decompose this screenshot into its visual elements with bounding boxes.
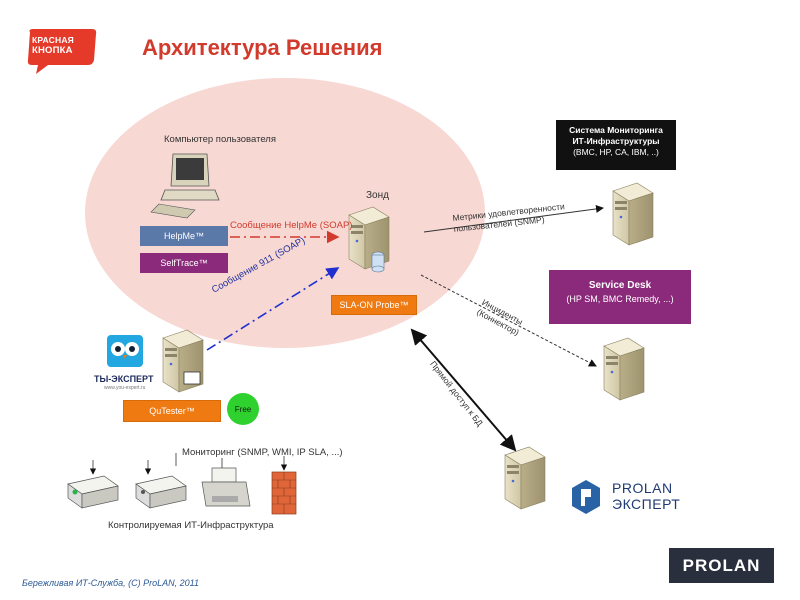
brand-logo-line1: КРАСНАЯ (32, 35, 74, 45)
prolan-logo: PROLAN (669, 548, 774, 583)
monitoring-system-box: Система Мониторинга ИТ-Инфраструктуры (B… (556, 120, 676, 170)
owl-icon (107, 335, 143, 367)
brand-logo: КРАСНАЯ КНОПКА (26, 28, 98, 74)
monitoring-line2: ИТ-Инфраструктуры (572, 136, 660, 146)
expert-doc-icon (183, 371, 201, 385)
servicedesk-server (603, 337, 645, 401)
probe-label: Зонд (366, 190, 389, 201)
monitoring-line3: (BMC, HP, CA, IBM, ..) (573, 147, 659, 157)
infrastructure-label: Контролируемая ИТ-Инфраструктура (108, 520, 274, 531)
prolan-expert-line1: PROLAN (612, 480, 673, 496)
monitoring-line1: Система Мониторинга (569, 125, 663, 135)
router-icon-1 (67, 475, 119, 509)
router-icon-2 (135, 475, 187, 509)
probe-tag: SLA-ON Probe™ (331, 295, 417, 315)
prolan-expert-icon (572, 480, 600, 514)
user-computer (150, 153, 220, 219)
printer-icon (201, 467, 251, 507)
helpme-tag: HelpMe™ (140, 226, 228, 246)
logo-red-button (27, 29, 97, 74)
prolan-expert-logo: PROLAN ЭКСПЕРТ (612, 480, 680, 512)
page-title: Архитектура Решения (142, 35, 383, 60)
prolan-expert-line2: ЭКСПЕРТ (612, 496, 681, 512)
selftrace-tag: SelfTrace™ (140, 253, 228, 273)
user-pc-label: Компьютер пользователя (164, 134, 276, 145)
db-access-arrow (410, 328, 517, 452)
metrics-arrow (423, 204, 604, 233)
monitoring-server (612, 182, 654, 246)
soap911-arrow (206, 267, 340, 351)
footer-text: Бережливая ИТ-Служба, (C) ProLAN, 2011 (22, 578, 199, 588)
helpme-soap-label: Сообщение HelpMe (SOAP) (230, 220, 353, 231)
firewall-icon (271, 471, 297, 515)
monitor-arrows (89, 456, 288, 475)
service-desk-title: Service Desk (588, 280, 652, 291)
monitoring-label: Мониторинг (SNMP, WMI, IP SLA, ...) (182, 447, 343, 458)
prolan-server (504, 446, 546, 510)
brand-logo-line2: КНОПКА (32, 45, 73, 56)
expert-name: ТЫ-ЭКСПЕРТ (94, 374, 154, 384)
expert-url: www.you-expert.ru (104, 385, 146, 391)
qutester-tag: QuTester™ (123, 400, 221, 422)
probe-disk (371, 251, 385, 273)
probe-zone-ellipse (85, 78, 485, 348)
free-badge: Free (227, 393, 259, 425)
service-desk-subtitle: (HP SM, BMC Remedy, ...) (566, 294, 674, 304)
service-desk-box: Service Desk (HP SM, BMC Remedy, ...) (549, 270, 691, 324)
incidents-arrow (420, 274, 597, 367)
